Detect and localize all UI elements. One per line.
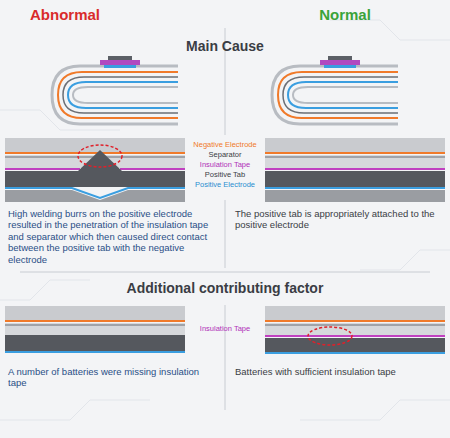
factor-caption: A number of batteries were missing insul… <box>8 366 218 389</box>
circuit-background <box>0 20 450 420</box>
status-heading: Abnormal <box>10 6 120 24</box>
jelly-roll-abnormal <box>52 56 178 124</box>
cross-section-abnormal <box>5 138 185 202</box>
layer-label: Positive Electrode <box>187 180 263 189</box>
layer-label: Negative Electrode <box>187 140 263 149</box>
section-heading: Additional contributing factor <box>100 280 350 297</box>
layer-label: Insulation Tape <box>187 160 263 169</box>
layer-label: Insulation Tape <box>187 324 263 333</box>
section-divider <box>20 272 430 273</box>
divider-line <box>225 200 226 268</box>
section-heading: Main Cause <box>125 38 325 55</box>
cross-section-sufficient-tape <box>265 306 445 353</box>
layer-label: Positive Tab <box>187 170 263 179</box>
cause-caption: High welding burrs on the positive elect… <box>8 208 218 265</box>
factor-caption: Batteries with sufficient insulation tap… <box>235 366 445 377</box>
cross-section-missing-tape <box>5 306 185 352</box>
jelly-roll-normal <box>272 56 398 124</box>
layer-label: Separator <box>187 150 263 159</box>
divider-line <box>225 305 226 410</box>
status-heading: Normal <box>290 6 400 24</box>
cross-section-normal <box>265 138 445 202</box>
cause-caption: The positive tab is appropriately attach… <box>235 208 445 231</box>
